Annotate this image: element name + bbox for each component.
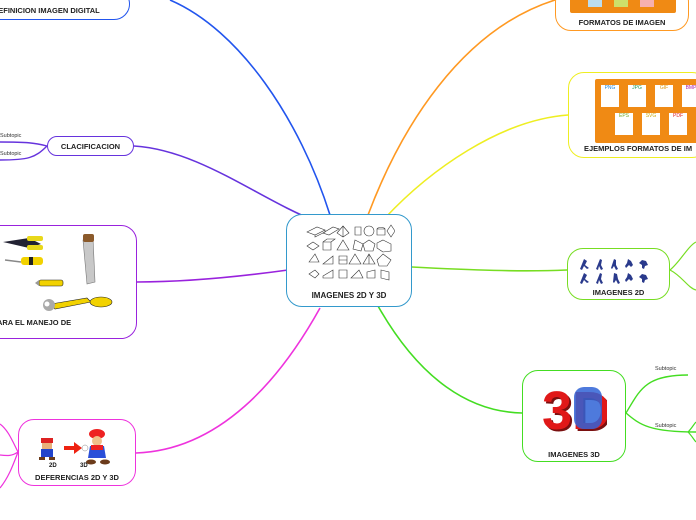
link-herramientas [136, 269, 289, 283]
mario-2d-3d-image: 2D 3D [39, 429, 110, 468]
subtopic-label[interactable]: Subtopic [0, 151, 22, 157]
saw-icon [82, 234, 96, 285]
link-dif-sub1 [0, 423, 19, 453]
topic-formatos-de-imagen[interactable]: FORMATOS DE IMAGEN [555, 0, 689, 31]
link-3d-sub1 [625, 374, 689, 414]
central-title: IMAGENES 2D Y 3D [311, 291, 387, 300]
topic-imagenes-3d[interactable]: 3D 3D IMAGENES 3D [522, 370, 626, 462]
link-clasif-sub1 [0, 141, 48, 147]
file-jpg-icon: JPG [628, 85, 646, 107]
topic-label: DEFERENCIAS 2D Y 3D [35, 473, 119, 482]
link-definicion [169, 0, 331, 216]
file-format-icons: PNG JPG GIF BMP EPS SVG PDF [595, 79, 696, 143]
mario-3d-icon [81, 429, 110, 465]
topic-label: EFINICION IMAGEN DIGITAL [0, 6, 100, 15]
link-3d-sub2-b [687, 431, 696, 443]
utility-knife-icon [35, 279, 64, 287]
topic-label: FORMATOS DE IMAGEN [578, 18, 666, 27]
subtopic-label[interactable]: Subtopic [0, 133, 22, 139]
topic-label: AS PARA EL MANEJO DE [0, 318, 72, 327]
file-png-icon: PNG [601, 85, 619, 107]
link-2d-sub [669, 241, 696, 271]
topic-label: IMAGENES 3D [548, 450, 600, 459]
3d-shapes-grid-image [306, 224, 395, 281]
link-ejemplos [384, 114, 569, 219]
topic-clasificacion[interactable]: CLACIFICACION [47, 136, 134, 156]
3d-logo-image: 3D 3D [542, 381, 607, 441]
file-gif-icon: GIF [655, 85, 673, 107]
link-imagenes2d [411, 266, 568, 272]
link-3d-sub2-a [687, 421, 696, 433]
file-bmp-icon: BMP [682, 85, 696, 107]
label-2d: 2D [49, 463, 57, 468]
subtopic-label[interactable]: Subtopic [655, 366, 677, 372]
topic-imagenes-2d[interactable]: IMAGENES 2D [567, 248, 670, 300]
format-icons-banner [570, 0, 676, 13]
file-pdf-icon: PDF [669, 113, 687, 135]
screwdriver-icon [4, 257, 43, 265]
link-imagenes3d [377, 305, 523, 414]
file-svg-icon: SVG [642, 113, 660, 135]
topic-label: EJEMPLOS FORMATOS DE IM [584, 144, 693, 153]
link-3d-sub2 [625, 412, 696, 433]
label-3d: 3D [80, 463, 88, 468]
link-formatos [367, 0, 556, 216]
link-clasificacion [133, 145, 319, 223]
link-dif-sub2 [0, 451, 19, 457]
link-diferencias [135, 307, 321, 454]
pliers-icon [3, 236, 43, 250]
topic-herramientas[interactable]: AS PARA EL MANEJO DE [0, 225, 137, 339]
file-eps-icon: EPS [615, 113, 633, 135]
topic-ejemplos-formatos[interactable]: PNG JPG GIF BMP EPS SVG PDF EJEMPLOS FOR… [568, 72, 696, 158]
topic-definicion-imagen-digital[interactable]: EFINICION IMAGEN DIGITAL [0, 0, 130, 20]
topic-label: CLACIFICACION [60, 142, 121, 151]
wrench-icon [43, 296, 113, 311]
central-topic[interactable]: IMAGENES 2D Y 3D [286, 214, 412, 307]
2d-figures-image [580, 259, 648, 284]
arrow-right-icon [64, 442, 82, 454]
tools-image [3, 234, 113, 311]
topic-diferencias-2d-3d[interactable]: 2D 3D DEFERENCIAS 2D Y 3D [18, 419, 136, 486]
mario-2d-icon [39, 438, 55, 460]
link-clasif-sub2 [0, 145, 48, 161]
link-2d-sub2 [669, 269, 696, 291]
link-dif-sub3 [0, 451, 19, 489]
topic-label: IMAGENES 2D [592, 288, 645, 297]
subtopic-label[interactable]: Subtopic [655, 423, 677, 429]
